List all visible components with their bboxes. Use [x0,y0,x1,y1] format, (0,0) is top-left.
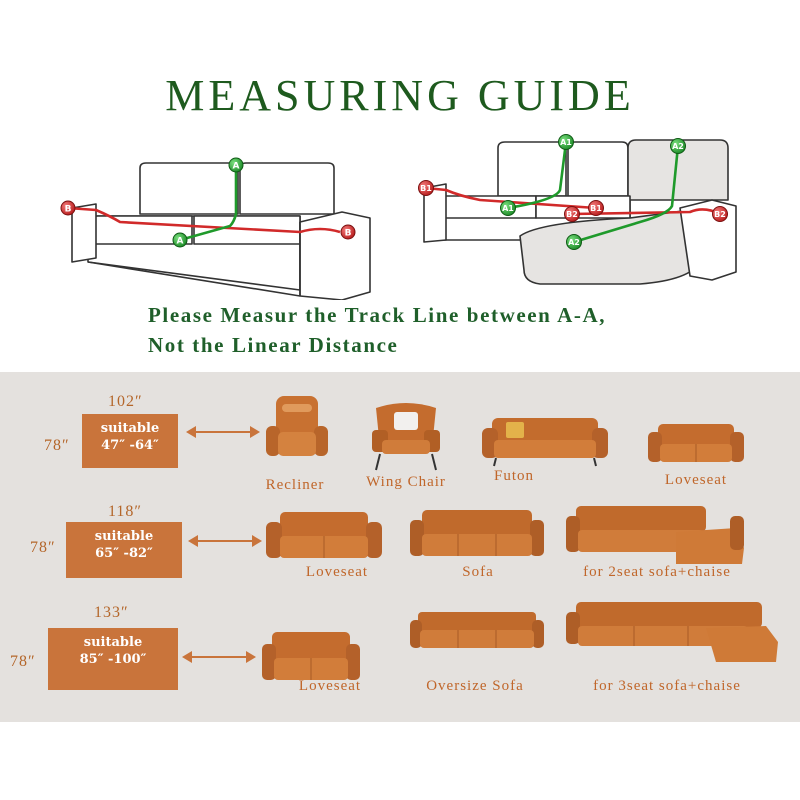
wing-chair-image [372,403,440,471]
product-label-sofa: Sofa [462,564,494,580]
sofa-chaise-2seat-image [566,506,744,564]
marker-a-top [228,157,244,173]
marker-label: B2 [566,210,578,219]
track-line-a2 [573,145,680,244]
sofa-back [567,141,629,197]
product-label-futon: Futon [493,468,534,484]
measure-note-line2: Not the Linear Distance [148,333,399,357]
product-label-loveseat: Loveseat [305,564,369,580]
size-height-2: 78″ [30,539,56,556]
marker-b1-right [588,200,604,216]
size-width-3: 133″ [94,604,129,621]
track-line-b [67,206,341,234]
loveseat-image [648,424,744,462]
size-height-1: 78″ [44,437,70,454]
double-arrow-icon [182,651,256,663]
size-width-1: 102″ [108,393,143,410]
marker-a1-bottom [500,200,516,216]
size-box-2: suitable 65″ -82″ [66,522,182,578]
marker-b-left [60,200,76,216]
marker-label: A1 [502,204,514,213]
marker-label: B2 [714,210,726,219]
marker-label: B1 [420,184,432,193]
sofa-arm-left [423,183,447,243]
marker-a1-top [558,134,574,150]
sofa-diagram-left [71,162,371,300]
sofa-image [410,510,544,556]
size-height-3: 78″ [10,653,36,670]
sofa-back [497,141,567,197]
marker-label: B [345,229,352,239]
marker-b2-left [564,206,580,222]
size-range-1: 47″ -64″ [101,438,159,453]
product-label-loveseat: Loveseat [664,472,728,488]
marker-label: A [233,162,240,172]
futon-image [482,418,608,467]
marker-label: B [65,205,72,215]
sofa-back [239,162,335,215]
product-label-2seat-chaise: for 2seat sofa+chaise [583,564,731,580]
size-box-1: suitable 47″ -64″ [82,414,178,468]
track-line-a1 [507,141,568,210]
track-line-a [179,165,238,242]
size-range-2: 65″ -82″ [95,546,153,561]
marker-group: A A B B [60,157,356,248]
product-label-wing-chair: Wing Chair [366,474,446,490]
measuring-diagram: A A B B A1 A1 A2 A2 B1 [60,134,737,300]
marker-label: A2 [672,142,684,151]
size-width-2: 118″ [108,503,143,520]
size-suitable-label: suitable [94,529,154,544]
product-label-oversize-sofa: Oversize Sofa [426,678,524,694]
recliner-image [266,396,328,456]
size-suitable-label: suitable [83,635,143,650]
marker-group-right: A1 A1 A2 A2 B1 B1 B2 B2 [418,134,728,250]
marker-a-bottom [172,232,188,248]
double-arrow-icon [188,535,262,547]
sofa-back [139,162,239,215]
sofa-arm-right [299,211,371,300]
measure-note-line1: Please Measur the Track Line between A-A… [148,303,607,327]
marker-label: A2 [568,238,580,247]
product-label-loveseat: Loveseat [298,678,362,694]
double-arrow-icon [186,426,260,438]
marker-label: B1 [590,204,602,213]
marker-label: A [177,237,184,247]
product-label-recliner: Recliner [265,477,325,493]
sofa-chaise-3seat-image [566,602,778,662]
marker-b2-right [712,206,728,222]
sofa-arm-left [71,203,97,263]
marker-label: A1 [560,138,572,147]
marker-a2-top [670,138,686,154]
size-box-3: suitable 85″ -100″ [48,628,178,690]
loveseat-image [266,512,382,558]
oversize-sofa-image [410,612,544,648]
marker-b1-left [418,180,434,196]
marker-a2-bottom [566,234,582,250]
product-label-3seat-chaise: for 3seat sofa+chaise [593,678,741,694]
chaise-back [627,139,729,201]
size-suitable-label: suitable [100,421,160,436]
page-title: MEASURING GUIDE [165,71,635,120]
size-range-3: 85″ -100″ [79,652,147,667]
marker-b-right [340,224,356,240]
loveseat-image [262,632,360,680]
track-line-b1 [425,186,597,210]
